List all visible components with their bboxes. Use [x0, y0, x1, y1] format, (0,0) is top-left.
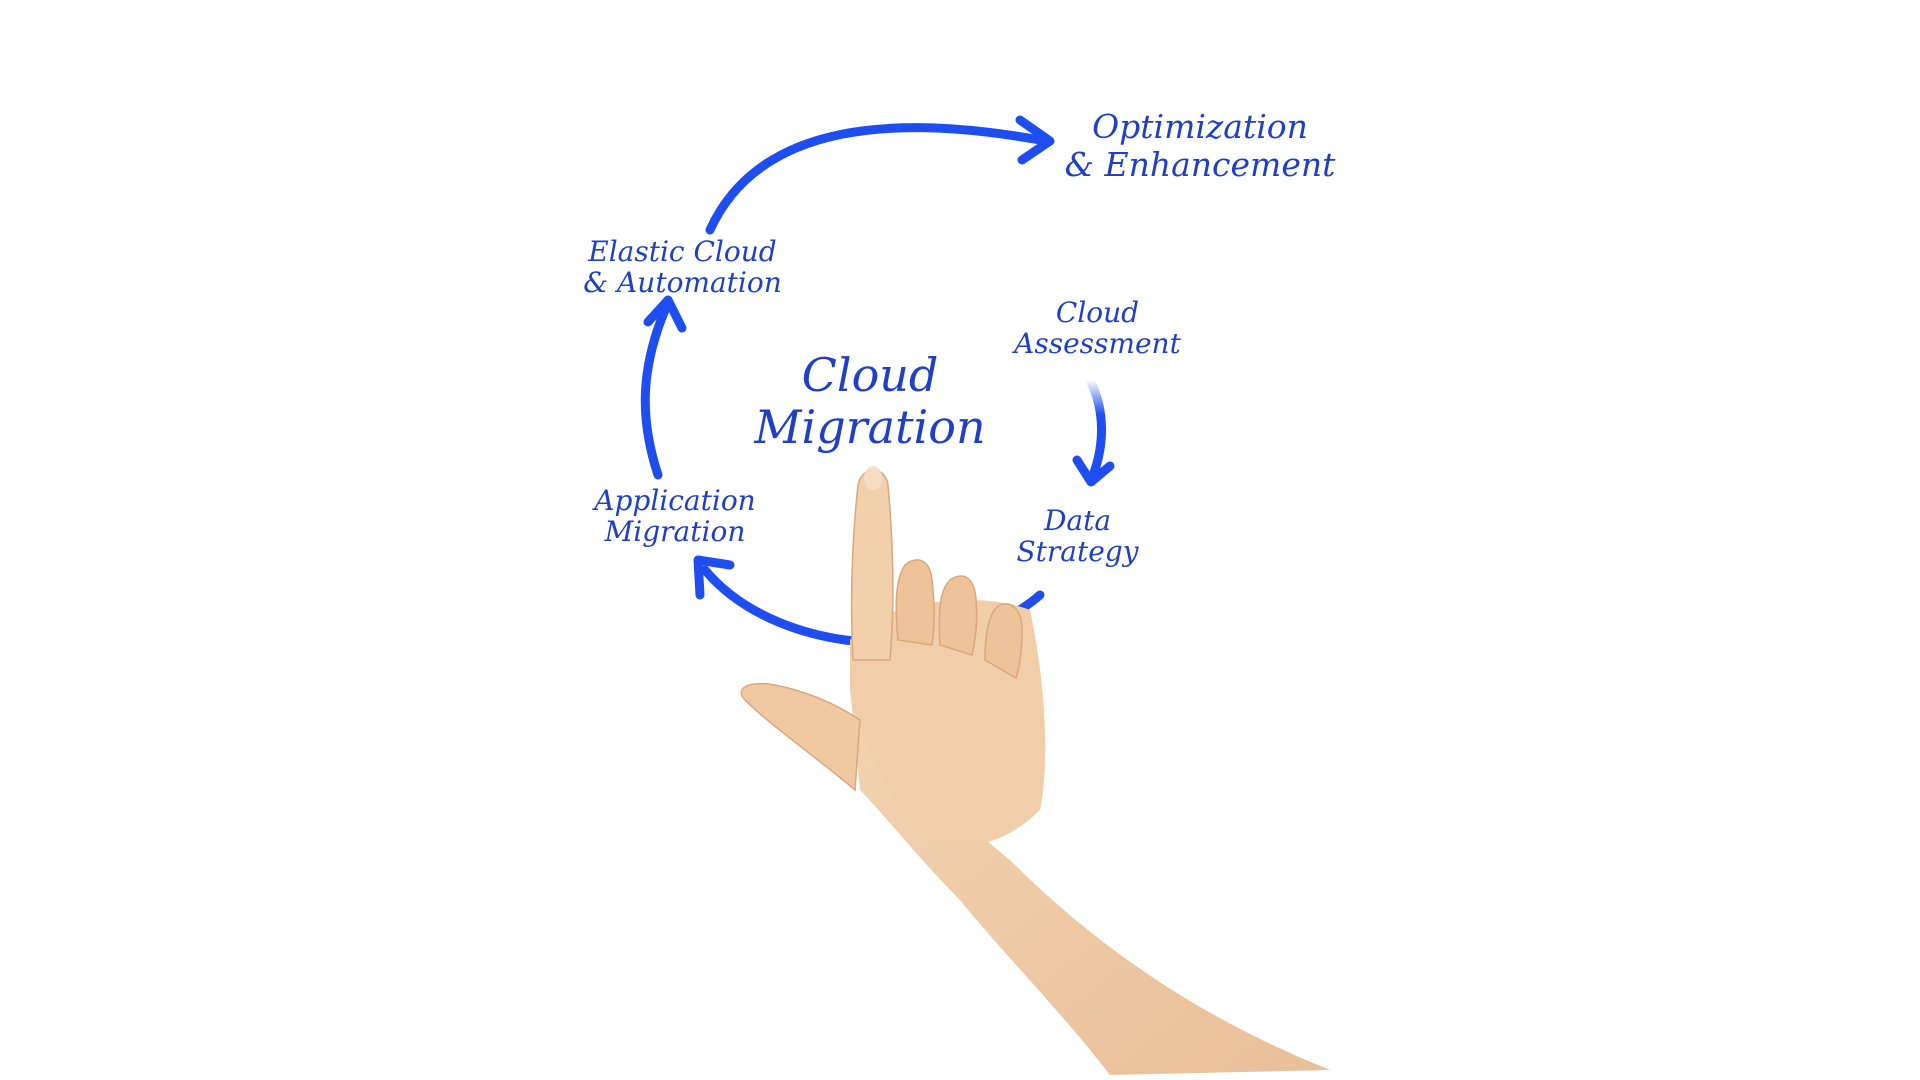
center-title-line2: Migration [754, 399, 986, 454]
center-title: Cloud Migration [720, 348, 1020, 454]
arrow-elastic-to-optimization [705, 115, 1055, 235]
step-data-strategy-line2: Strategy [1016, 534, 1139, 568]
step-data-strategy: Data Strategy [990, 504, 1165, 568]
step-elastic-cloud: Elastic Cloud & Automation [555, 235, 810, 299]
step-elastic-cloud-line2: & Automation [583, 265, 782, 299]
step-optimization-line2: & Enhancement [1064, 144, 1336, 184]
step-optimization: Optimization & Enhancement [1035, 108, 1365, 184]
step-cloud-assessment-line2: Assessment [1014, 326, 1181, 360]
step-cloud-assessment-line1: Cloud [1055, 296, 1140, 329]
arrow-application-to-elastic [640, 295, 687, 480]
step-cloud-assessment: Cloud Assessment [990, 296, 1205, 360]
step-application-migration: Application Migration [565, 484, 785, 548]
step-application-migration-line1: Application [594, 484, 756, 517]
pointing-hand-icon [740, 466, 1330, 1075]
step-optimization-line1: Optimization [1092, 107, 1308, 146]
arrow-assessment-to-data [1072, 375, 1115, 487]
step-data-strategy-line1: Data [1043, 504, 1112, 537]
step-application-migration-line2: Migration [604, 514, 746, 548]
center-title-line1: Cloud [801, 348, 939, 402]
step-elastic-cloud-line1: Elastic Cloud [588, 235, 777, 268]
